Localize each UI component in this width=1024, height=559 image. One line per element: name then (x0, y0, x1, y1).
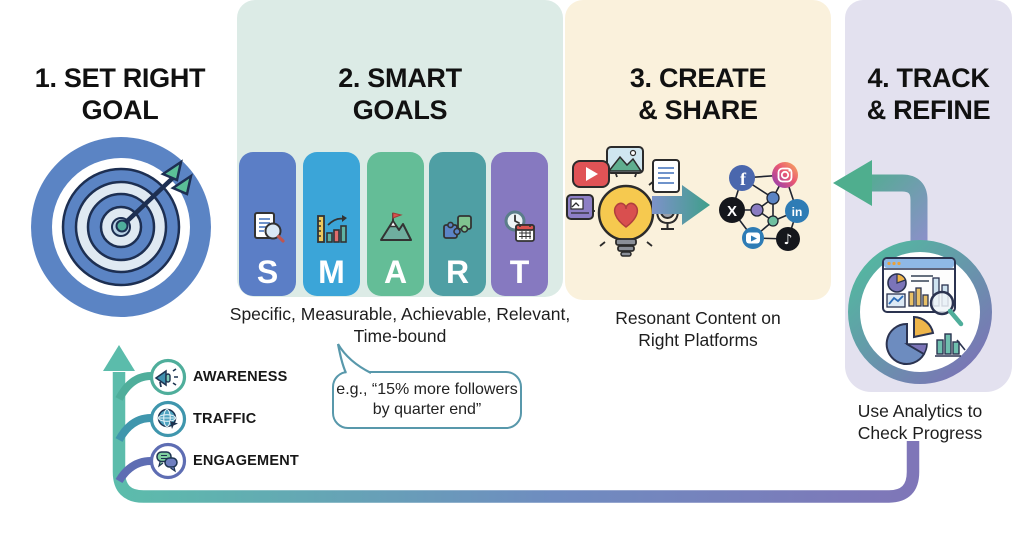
bubble-line1: e.g., “15% more followers (336, 381, 518, 398)
step1-title: 1. SET RIGHT GOAL (15, 62, 225, 126)
network-node (766, 191, 780, 205)
step2-title-line1: 2. SMART (338, 63, 462, 93)
smart-caption: Specific, Measurable, Achievable, Releva… (225, 303, 575, 347)
create-to-share-arrow (652, 185, 710, 225)
youtube-icon (742, 227, 764, 249)
smart-letter-a: A (383, 254, 408, 290)
engagement-label: ENGAGEMENT (193, 453, 299, 469)
step2-title-line2: GOALS (352, 95, 448, 125)
x-twitter-icon: X (719, 197, 745, 223)
step1-title-line1: 1. SET RIGHT (34, 63, 206, 93)
step4-title-line1: 4. TRACK (867, 63, 990, 93)
pie-chart-icon (885, 315, 935, 365)
facebook-icon: f (729, 165, 755, 191)
create-caption-line2: Right Platforms (638, 330, 758, 350)
smart-letter-t: T (509, 254, 530, 290)
step2-title: 2. SMART GOALS (237, 62, 563, 126)
social-network-cluster: f X in ♪ (719, 162, 809, 251)
smart-letter-r: R (445, 254, 470, 290)
create-caption-line1: Resonant Content on (615, 308, 781, 328)
smart-column-relevant: R (429, 152, 486, 296)
loop-arrowhead-up (103, 345, 135, 371)
puzzle-icon (442, 215, 472, 239)
bar-chart-icon (935, 333, 966, 357)
mountain-flag-icon (379, 212, 412, 241)
network-node (767, 215, 779, 227)
globe-cursor-icon (157, 408, 178, 429)
linkedin-icon: in (785, 199, 809, 223)
create-caption: Resonant Content on Right Platforms (565, 307, 831, 351)
smart-column-timebound: T (491, 152, 548, 296)
track-caption: Use Analytics to Check Progress (845, 400, 995, 444)
svg-text:X: X (727, 203, 737, 220)
step3-title-line2: & SHARE (638, 95, 758, 125)
smart-letter-m: M (318, 254, 345, 290)
svg-text:♪: ♪ (784, 232, 793, 248)
tiktok-icon: ♪ (776, 227, 800, 251)
traffic-badge (149, 400, 187, 438)
ruler-chart-icon (316, 215, 347, 243)
instagram-icon (772, 162, 798, 188)
clock-calendar-icon (504, 210, 535, 242)
bubble-line2: by quarter end” (372, 401, 482, 418)
analytics-circle (848, 240, 992, 384)
network-node (750, 203, 764, 217)
smart-column-measurable: M (303, 152, 360, 296)
step4-title-line2: & REFINE (866, 95, 991, 125)
smart-column-specific: S (239, 152, 296, 296)
megaphone-icon (154, 368, 178, 388)
chat-bubbles-icon (156, 451, 178, 473)
step1-title-line2: GOAL (81, 95, 159, 125)
traffic-label: TRAFFIC (193, 411, 257, 427)
smart-column-achievable: A (367, 152, 424, 296)
awareness-badge (149, 358, 187, 396)
step3-title: 3. CREATE & SHARE (565, 62, 831, 126)
speech-bubble-tail (336, 343, 372, 374)
analytics-dashboard-icon (882, 257, 964, 327)
example-speech-bubble: e.g., “15% more followers by quarter end… (332, 371, 522, 429)
magnifier-icon (929, 290, 955, 316)
refine-loop-arrow (833, 160, 928, 248)
svg-text:f: f (740, 169, 747, 189)
target-dartboard-icon (31, 137, 211, 317)
track-caption-line2: Check Progress (857, 423, 983, 443)
engagement-badge (149, 442, 187, 480)
awareness-label: AWARENESS (193, 369, 288, 385)
step3-title-line1: 3. CREATE (629, 63, 767, 93)
track-caption-line1: Use Analytics to (857, 401, 983, 421)
smart-letter-s: S (256, 254, 279, 290)
document-magnifier-icon (253, 212, 285, 243)
smart-caption-line2: Time-bound (353, 326, 447, 346)
step4-title: 4. TRACK & REFINE (845, 62, 1012, 126)
smart-caption-line1: Specific, Measurable, Achievable, Releva… (229, 304, 571, 324)
svg-text:in: in (792, 205, 803, 219)
